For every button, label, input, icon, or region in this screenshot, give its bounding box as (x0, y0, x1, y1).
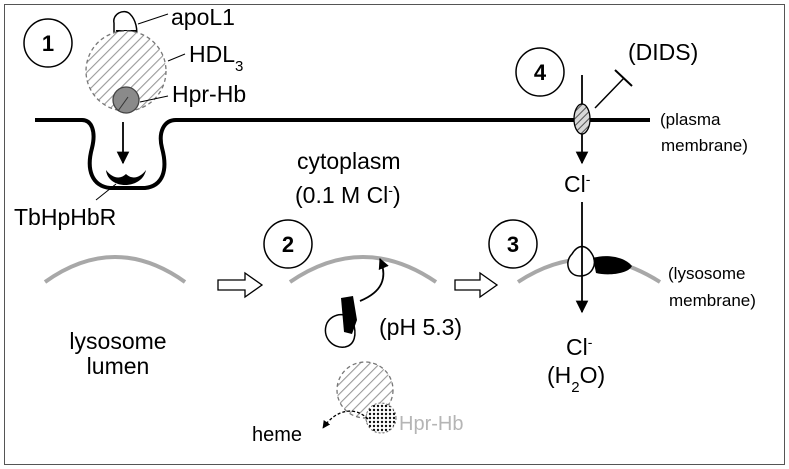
apol1-label: apoL1 (171, 4, 235, 30)
hdl3-particle-icon (85, 30, 167, 112)
step-3-number: 3 (507, 232, 519, 257)
cytoplasm-label: cytoplasm (297, 148, 401, 174)
plasma-membrane (35, 118, 650, 190)
lysosome-membrane-label-2: membrane) (669, 291, 756, 310)
transition-arrow-1 (217, 271, 264, 299)
apol1-leader-line (137, 13, 169, 25)
hdl3-leader-line (167, 53, 186, 62)
step-4-marker: 4 (515, 47, 565, 97)
lysosome-lumen-label-2: lumen (87, 353, 150, 379)
heme-release-arrow (322, 410, 369, 429)
hpr-hb-top-label: Hpr-Hb (172, 81, 246, 107)
water-label: (H2O) (547, 362, 605, 396)
plasma-membrane-label-2: membrane) (661, 136, 748, 155)
dids-inhibition-bar (614, 69, 633, 87)
heme-label: heme (252, 424, 302, 446)
tbhphbr-receptor-icon (106, 170, 146, 185)
cytoplasm-concentration-label: (0.1 M Cl-) (295, 182, 401, 208)
dids-inhibition-line (594, 77, 625, 109)
lysosome-membrane-left (43, 255, 187, 284)
receptor-leader-line (95, 183, 117, 201)
figure-frame (4, 4, 785, 465)
hdl3-label: HDL3 (189, 41, 243, 75)
chloride-channel-icon (573, 103, 591, 135)
step-1-marker: 1 (23, 18, 73, 68)
hpr-hb-inner-line (117, 96, 129, 112)
receptor-label: TbHpHbR (14, 204, 116, 230)
hpr-hb-degraded-icon (365, 402, 397, 434)
step-1-number: 1 (42, 31, 54, 56)
step-3-marker: 3 (488, 219, 538, 269)
plasma-membrane-label-1: (plasma (660, 110, 721, 129)
chloride-upper-label: Cl- (564, 171, 591, 197)
step-2-marker: 2 (263, 219, 313, 269)
chloride-lower-label: Cl- (566, 334, 593, 360)
lysosome-lumen-label-1: lysosome (69, 328, 166, 354)
hpr-hb-bottom-label: Hpr-Hb (399, 413, 463, 435)
apol1-released-icon (324, 296, 357, 348)
lysosome-membrane-middle (288, 255, 438, 284)
dids-label: (DIDS) (628, 39, 698, 65)
step-4-number: 4 (534, 60, 547, 85)
lysosome-membrane-label-1: (lysosome (668, 264, 745, 283)
ph-label: (pH 5.3) (379, 314, 462, 340)
hpr-hb-leader-line (139, 95, 169, 103)
apol1-membrane-channel-icon (567, 245, 632, 277)
insertion-arrow (359, 258, 389, 302)
transition-arrow-2 (454, 271, 499, 299)
step-2-number: 2 (282, 232, 294, 257)
